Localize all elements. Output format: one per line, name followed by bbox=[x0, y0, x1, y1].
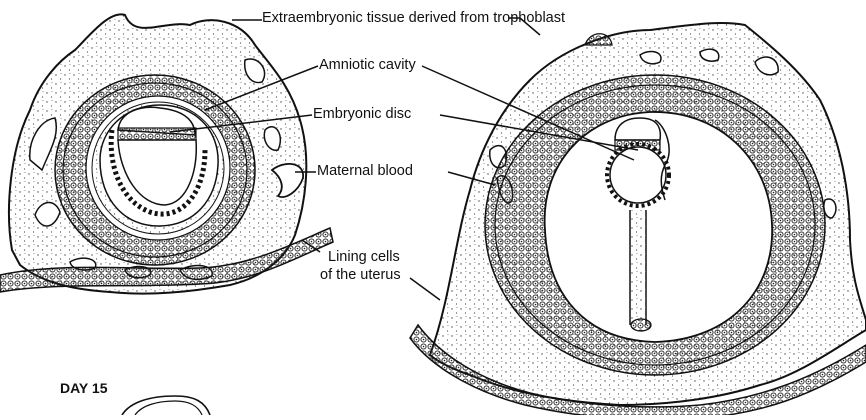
right-embryo bbox=[410, 23, 866, 415]
label-of-the-uterus: of the uterus bbox=[320, 268, 401, 283]
day15-sketch bbox=[122, 396, 210, 415]
label-amniotic-cavity: Amniotic cavity bbox=[319, 58, 416, 73]
label-trophoblast: Extraembryonic tissue derived from troph… bbox=[262, 11, 565, 26]
label-maternal-blood: Maternal blood bbox=[317, 164, 413, 179]
left-embryo bbox=[0, 14, 333, 293]
day-label: DAY 15 bbox=[60, 380, 107, 396]
label-embryonic-disc: Embryonic disc bbox=[313, 107, 411, 122]
label-lining-cells: Lining cells bbox=[328, 250, 400, 265]
